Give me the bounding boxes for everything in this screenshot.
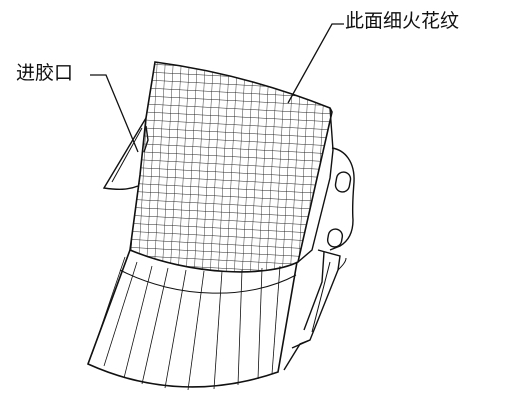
part-body bbox=[86, 249, 298, 391]
side-bracket bbox=[283, 107, 355, 371]
inlet-leader bbox=[90, 74, 139, 153]
inlet-label: 进胶口 bbox=[16, 62, 74, 84]
leader-lines bbox=[90, 23, 344, 153]
texture-label: 此面细火花纹 bbox=[345, 10, 460, 32]
textured-face bbox=[129, 61, 333, 273]
texture-leader bbox=[287, 23, 344, 104]
